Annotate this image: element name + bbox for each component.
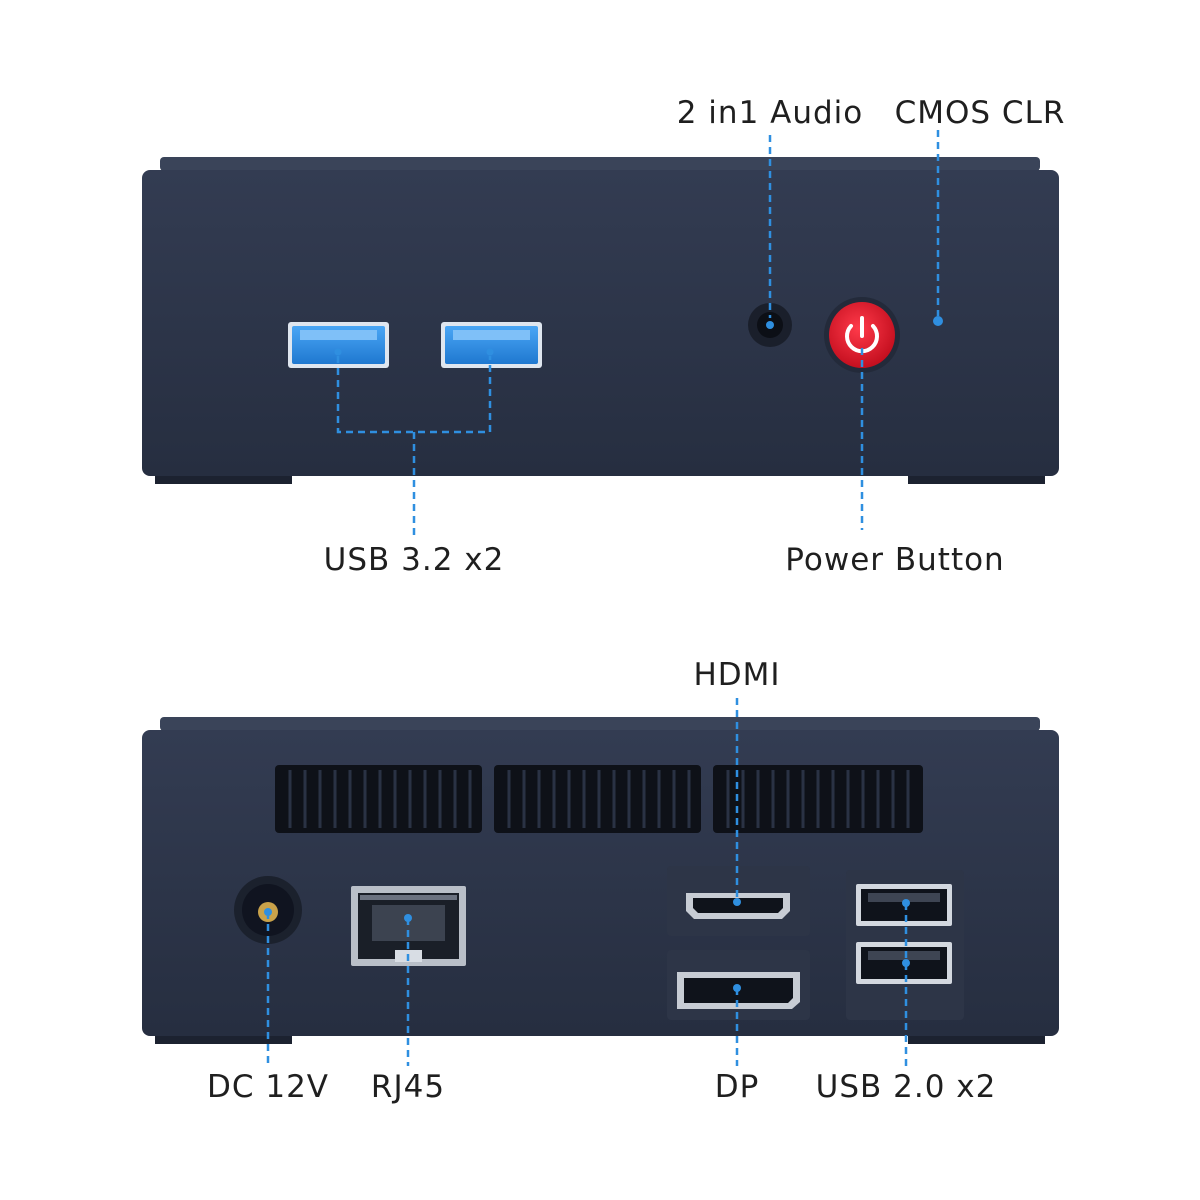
front-panel [142, 130, 1059, 536]
vent-grille [275, 765, 923, 833]
label-power-button: Power Button [785, 542, 1005, 578]
label-cmos-clr: CMOS CLR [894, 95, 1066, 131]
rear-foot-left [155, 1036, 292, 1044]
label-usb32: USB 3.2 x2 [323, 542, 505, 578]
front-foot-left [155, 476, 292, 484]
usb3-port-1 [288, 322, 389, 368]
power-button-icon [824, 297, 900, 373]
label-2in1-audio: 2 in1 Audio [676, 95, 864, 131]
front-callout-lines [336, 130, 940, 536]
audio-jack-icon [748, 303, 792, 347]
rear-lid [160, 717, 1040, 731]
rear-panel [142, 698, 1059, 1066]
label-dp: DP [714, 1069, 760, 1105]
rear-foot-right [908, 1036, 1045, 1044]
label-dc12v: DC 12V [206, 1069, 330, 1105]
front-body [142, 170, 1059, 476]
cmos-clear-hole-icon [933, 316, 943, 326]
front-lid [160, 157, 1040, 171]
label-rj45: RJ45 [370, 1069, 446, 1105]
label-hdmi: HDMI [693, 657, 781, 693]
dc-jack-icon [234, 876, 302, 944]
front-foot-right [908, 476, 1045, 484]
rear-callout-lines [266, 698, 908, 1066]
usb3-port-2 [441, 322, 542, 368]
label-usb20: USB 2.0 x2 [815, 1069, 997, 1105]
